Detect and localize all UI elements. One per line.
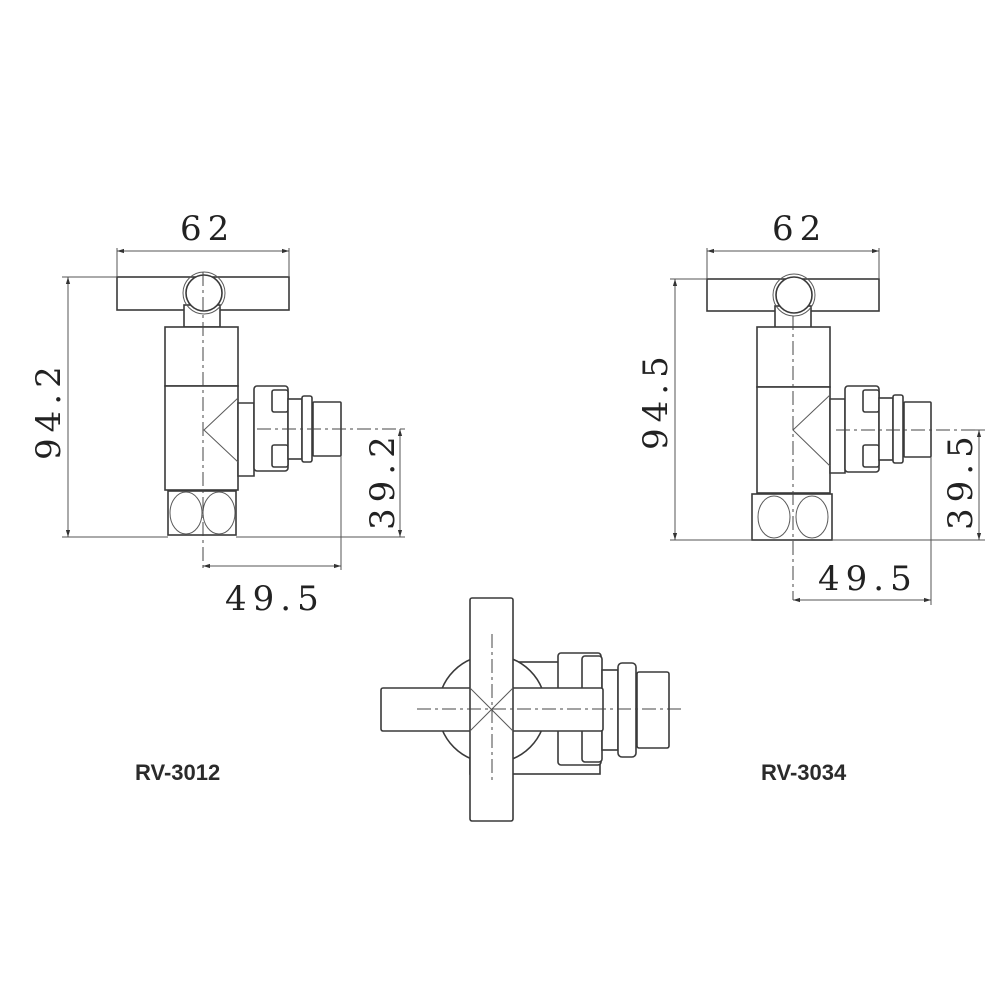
dim-reach-right: 49.5	[818, 559, 918, 599]
valve-top-view	[380, 597, 682, 822]
dim-outlet-height-left: 39.2	[363, 430, 403, 530]
valve-side-view-right	[706, 273, 980, 600]
dim-height-left: 94.2	[29, 360, 69, 460]
dim-height-right: 94.5	[636, 350, 676, 450]
dimensions-left: 62 94.2 39.2 49.5	[29, 209, 405, 619]
model-label-left: RV-3012	[135, 760, 220, 785]
dim-outlet-height-right: 39.5	[941, 430, 981, 530]
model-label-right: RV-3034	[761, 760, 847, 785]
dim-width-right: 62	[772, 209, 827, 249]
dim-reach-left: 49.5	[225, 579, 325, 619]
dim-width-left: 62	[180, 209, 235, 249]
dimensions-right: 62 94.5 39.5 49.5	[636, 209, 985, 605]
valve-side-view-left	[116, 271, 400, 570]
